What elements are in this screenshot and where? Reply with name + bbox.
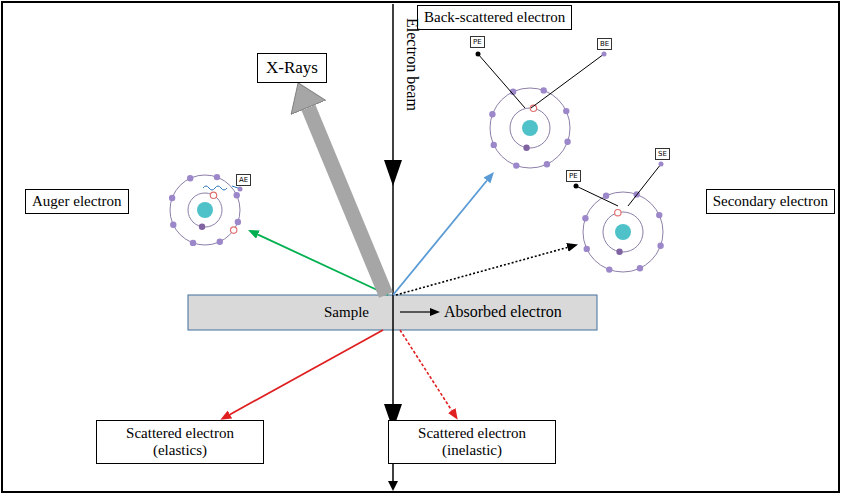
node-label: X-Rays <box>266 58 318 78</box>
particle-tag: SE <box>655 148 670 160</box>
atom-model <box>489 87 571 169</box>
emission-arrow <box>396 247 567 295</box>
secondary-group: Secondary electron <box>578 186 838 278</box>
emission-arrow <box>400 330 452 410</box>
beam-arrowhead <box>384 160 402 186</box>
emission-arrow <box>308 108 386 295</box>
sample-text: Sample <box>324 304 369 321</box>
auger-group: Auger electron <box>22 168 248 250</box>
secondary-electron-dot <box>659 162 664 167</box>
node-label: Back-scattered electron <box>417 5 572 30</box>
absorbed-arrowhead <box>430 308 440 316</box>
auger-electron-dot <box>238 187 243 192</box>
backscatter-group: Back-scattered electron <box>415 4 645 172</box>
absorbed-arrow <box>400 311 430 312</box>
atom-model <box>169 174 241 246</box>
particle-tag: PE <box>566 170 581 182</box>
node-label: Scattered electron (inelastic) <box>397 425 547 460</box>
emission-arrow <box>230 330 383 414</box>
scattered-box: Scattered electron (elastics) <box>96 420 264 465</box>
leader-lines <box>203 54 661 206</box>
sample-slab: Sample Absorbed electron <box>188 295 597 330</box>
primary-electron <box>476 52 481 57</box>
primary-electron <box>574 184 579 189</box>
atom-group <box>169 87 664 273</box>
node-label: Scattered electron (elastics) <box>105 425 255 460</box>
atom-model <box>582 191 664 273</box>
beam-arrowhead <box>388 481 398 491</box>
particle-tag: AE <box>236 174 251 186</box>
node-label: Secondary electron <box>706 189 835 214</box>
node-label: Auger electron <box>25 189 129 214</box>
emission-arrow <box>393 181 487 295</box>
scattered-box: Scattered electron (inelastic) <box>388 420 556 465</box>
scattered-electron-dot <box>602 52 607 57</box>
sample-text: Absorbed electron <box>444 303 562 321</box>
particle-tag: PE <box>470 36 485 48</box>
xray-box: X-Rays <box>257 53 327 83</box>
beam-label: Electron beam <box>403 18 421 111</box>
particle-tag: BE <box>597 38 612 50</box>
